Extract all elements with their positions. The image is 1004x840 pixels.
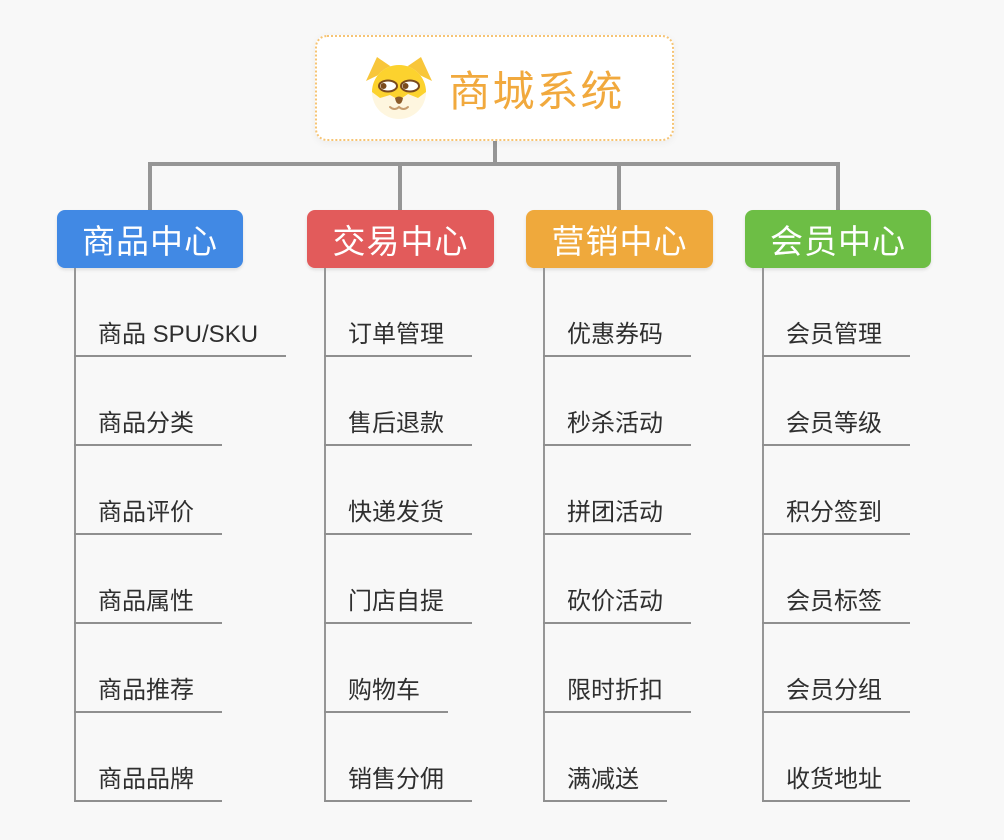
leaf-item[interactable]: 会员等级 — [762, 408, 910, 446]
leaf-item[interactable]: 商品品牌 — [74, 764, 222, 802]
root-node[interactable]: 商城系统 — [315, 35, 674, 141]
leaf-item[interactable]: 满减送 — [543, 764, 667, 802]
leaf-item[interactable]: 限时折扣 — [543, 675, 691, 713]
leaf-item[interactable]: 积分签到 — [762, 497, 910, 535]
leaf-item[interactable]: 会员分组 — [762, 675, 910, 713]
leaf-item[interactable]: 优惠券码 — [543, 319, 691, 357]
dog-face-icon — [364, 56, 434, 120]
branch-column-member: 会员管理 会员等级 积分签到 会员标签 会员分组 收货地址 — [762, 268, 1004, 802]
connector-root-stem — [493, 141, 497, 164]
leaf-item[interactable]: 会员标签 — [762, 586, 910, 624]
leaf-item[interactable]: 快递发货 — [324, 497, 472, 535]
root-title: 商城系统 — [448, 67, 625, 115]
leaf-item[interactable]: 商品属性 — [74, 586, 222, 624]
connector-trunk — [74, 268, 76, 802]
leaf-item[interactable]: 订单管理 — [324, 319, 472, 357]
leaf-item[interactable]: 砍价活动 — [543, 586, 691, 624]
connector-horizontal-bar — [148, 162, 840, 166]
leaf-item[interactable]: 售后退款 — [324, 408, 472, 446]
branch-column-product: 商品 SPU/SKU 商品分类 商品评价 商品属性 商品推荐 商品品牌 — [74, 268, 334, 802]
connector-trunk — [762, 268, 764, 802]
leaf-item[interactable]: 商品评价 — [74, 497, 222, 535]
leaf-item[interactable]: 门店自提 — [324, 586, 472, 624]
branch-header-member[interactable]: 会员中心 — [745, 210, 931, 268]
branch-header-marketing[interactable]: 营销中心 — [526, 210, 713, 268]
leaf-item[interactable]: 销售分佣 — [324, 764, 472, 802]
leaf-item[interactable]: 拼团活动 — [543, 497, 691, 535]
leaf-item[interactable]: 收货地址 — [762, 764, 910, 802]
connector-trunk — [543, 268, 545, 802]
branch-header-trade[interactable]: 交易中心 — [307, 210, 494, 268]
leaf-item[interactable]: 购物车 — [324, 675, 448, 713]
leaf-item[interactable]: 商品推荐 — [74, 675, 222, 713]
connector-drop-member — [836, 162, 840, 211]
connector-drop-product — [148, 162, 152, 211]
connector-drop-trade — [398, 162, 402, 211]
branch-header-product[interactable]: 商品中心 — [57, 210, 243, 268]
leaf-item[interactable]: 会员管理 — [762, 319, 910, 357]
leaf-item[interactable]: 商品 SPU/SKU — [74, 319, 287, 357]
connector-drop-marketing — [617, 162, 621, 211]
branch-column-trade: 订单管理 售后退款 快递发货 门店自提 购物车 销售分佣 — [324, 268, 584, 802]
connector-trunk — [324, 268, 326, 802]
branch-column-marketing: 优惠券码 秒杀活动 拼团活动 砍价活动 限时折扣 满减送 — [543, 268, 803, 802]
leaf-item[interactable]: 秒杀活动 — [543, 408, 691, 446]
leaf-item[interactable]: 商品分类 — [74, 408, 222, 446]
